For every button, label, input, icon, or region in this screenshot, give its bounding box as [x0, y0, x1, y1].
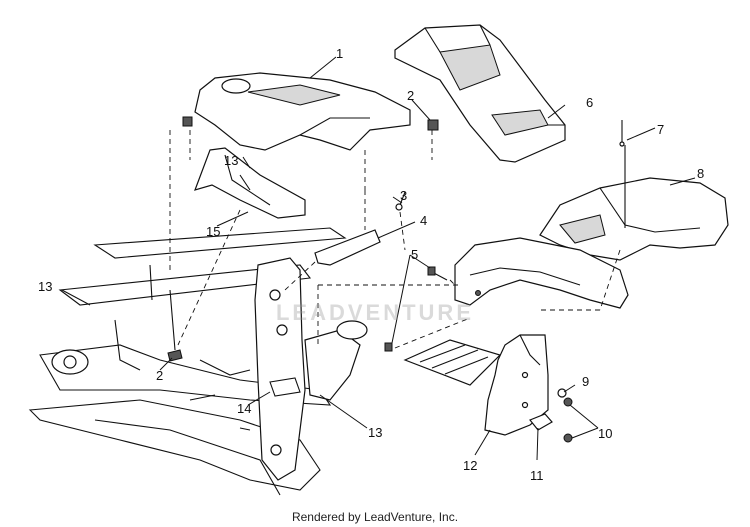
leader-lines [61, 56, 696, 461]
part-3-screw [395, 191, 406, 211]
callout-1: 1 [336, 46, 343, 61]
callout-13-upper: 13 [224, 153, 238, 168]
callout-13-left: 13 [38, 279, 52, 294]
part-11-bracket [529, 413, 553, 431]
part-8-rear-fender [539, 177, 729, 261]
callout-10: 10 [598, 426, 612, 441]
callout-2-lower: 2 [156, 368, 163, 383]
vehicle-frame [28, 227, 368, 496]
part-5-bolt-lower [384, 342, 393, 352]
callout-4: 4 [420, 213, 427, 228]
assembly-lines [169, 130, 621, 349]
footer-credit: Rendered by LeadVenture, Inc. [291, 510, 459, 524]
footrest-grate [403, 339, 502, 386]
callout-5: 5 [411, 247, 418, 262]
part-9-washer [557, 388, 567, 398]
part-2-bracket-upper [427, 119, 439, 131]
part-6-hood [394, 24, 566, 163]
callout-13-lower: 13 [368, 425, 382, 440]
callout-labels: 1 2 6 7 8 3 4 5 13 15 13 2 14 13 9 10 12… [38, 46, 704, 483]
front-fender [454, 237, 629, 309]
part-5-bolt [427, 266, 448, 281]
callout-8: 8 [697, 166, 704, 181]
callout-11: 11 [530, 468, 544, 483]
callout-7: 7 [657, 122, 664, 137]
callout-15: 15 [206, 224, 220, 239]
part-10-nut-a [563, 397, 573, 407]
part-15-panel [194, 147, 306, 219]
callout-6: 6 [586, 95, 593, 110]
callout-2-upper: 2 [407, 88, 414, 103]
part-4-plate [314, 229, 381, 266]
part-7-vent [619, 120, 626, 228]
part-2-small-pad [182, 116, 193, 127]
callout-14: 14 [237, 401, 251, 416]
part-10-nut-b [563, 433, 573, 443]
callout-9: 9 [582, 374, 589, 389]
callout-3: 3 [400, 188, 407, 203]
part-1-shroud [194, 72, 411, 151]
callout-12: 12 [463, 458, 477, 473]
